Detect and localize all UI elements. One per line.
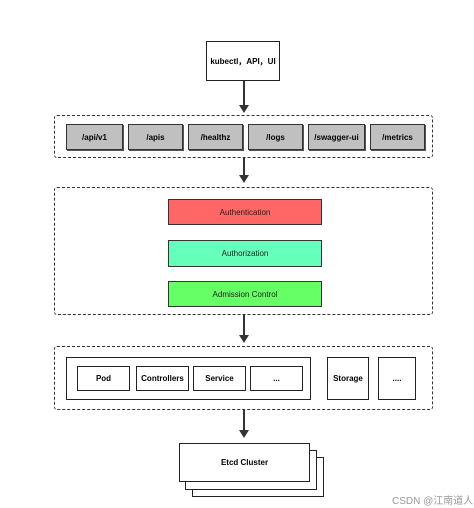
storage-label: Storage <box>333 374 363 383</box>
resource-label: Controllers <box>141 374 184 383</box>
arrow-api-to-auth <box>243 158 245 177</box>
authentication-stage: Authentication <box>168 199 322 225</box>
etcd-cluster-label: Etcd Cluster <box>220 458 269 467</box>
authorization-label: Authorization <box>221 249 269 258</box>
endpoint-swagger-ui: /swagger-ui <box>308 124 365 150</box>
resource-pod: Pod <box>77 366 130 391</box>
authentication-label: Authentication <box>219 207 271 217</box>
authorization-stage: Authorization <box>168 240 322 267</box>
resource-more: ... <box>250 366 303 391</box>
arrow-auth-to-resources <box>243 315 245 337</box>
arrow-head-2 <box>239 175 249 183</box>
endpoint-label: /healthz <box>200 132 231 142</box>
api-endpoints-group <box>54 115 433 158</box>
extra-label: .... <box>392 374 402 383</box>
client-node-label: kubectl，API，UI <box>210 56 276 66</box>
endpoint-logs: /logs <box>248 124 303 150</box>
endpoint-apis: /apis <box>128 124 183 150</box>
resource-label: ... <box>273 374 280 383</box>
resource-label: Pod <box>95 374 112 383</box>
etcd-cluster-node: Etcd Cluster <box>179 443 310 482</box>
resource-extra: .... <box>378 357 416 400</box>
arrow-head-1 <box>239 105 249 113</box>
endpoint-label: /swagger-ui <box>314 132 359 142</box>
resource-storage: Storage <box>327 357 369 400</box>
watermark: CSDN @江南道人 <box>392 492 473 507</box>
arrow-head-4 <box>239 430 249 438</box>
resource-service: Service <box>193 366 246 391</box>
arrow-resources-to-etcd <box>243 410 245 432</box>
endpoint-api-v1: /api/v1 <box>66 124 123 150</box>
client-node: kubectl，API，UI <box>206 41 280 81</box>
endpoint-label: /apis <box>146 132 165 142</box>
watermark-text: CSDN @江南道人 <box>392 496 474 507</box>
arrow-head-3 <box>239 335 249 343</box>
admission-control-label: Admission Control <box>212 289 278 299</box>
admission-control-stage: Admission Control <box>168 281 322 307</box>
resource-controllers: Controllers <box>136 366 189 391</box>
auth-pipeline-group <box>54 187 433 315</box>
endpoint-label: /logs <box>266 132 285 142</box>
resources-group <box>54 346 433 410</box>
endpoint-healthz: /healthz <box>188 124 243 150</box>
endpoint-label: /api/v1 <box>82 132 107 142</box>
endpoint-label: /metrics <box>382 132 413 142</box>
endpoint-metrics: /metrics <box>370 124 425 150</box>
resource-label: Service <box>205 374 234 383</box>
arrow-client-to-api <box>243 81 245 107</box>
